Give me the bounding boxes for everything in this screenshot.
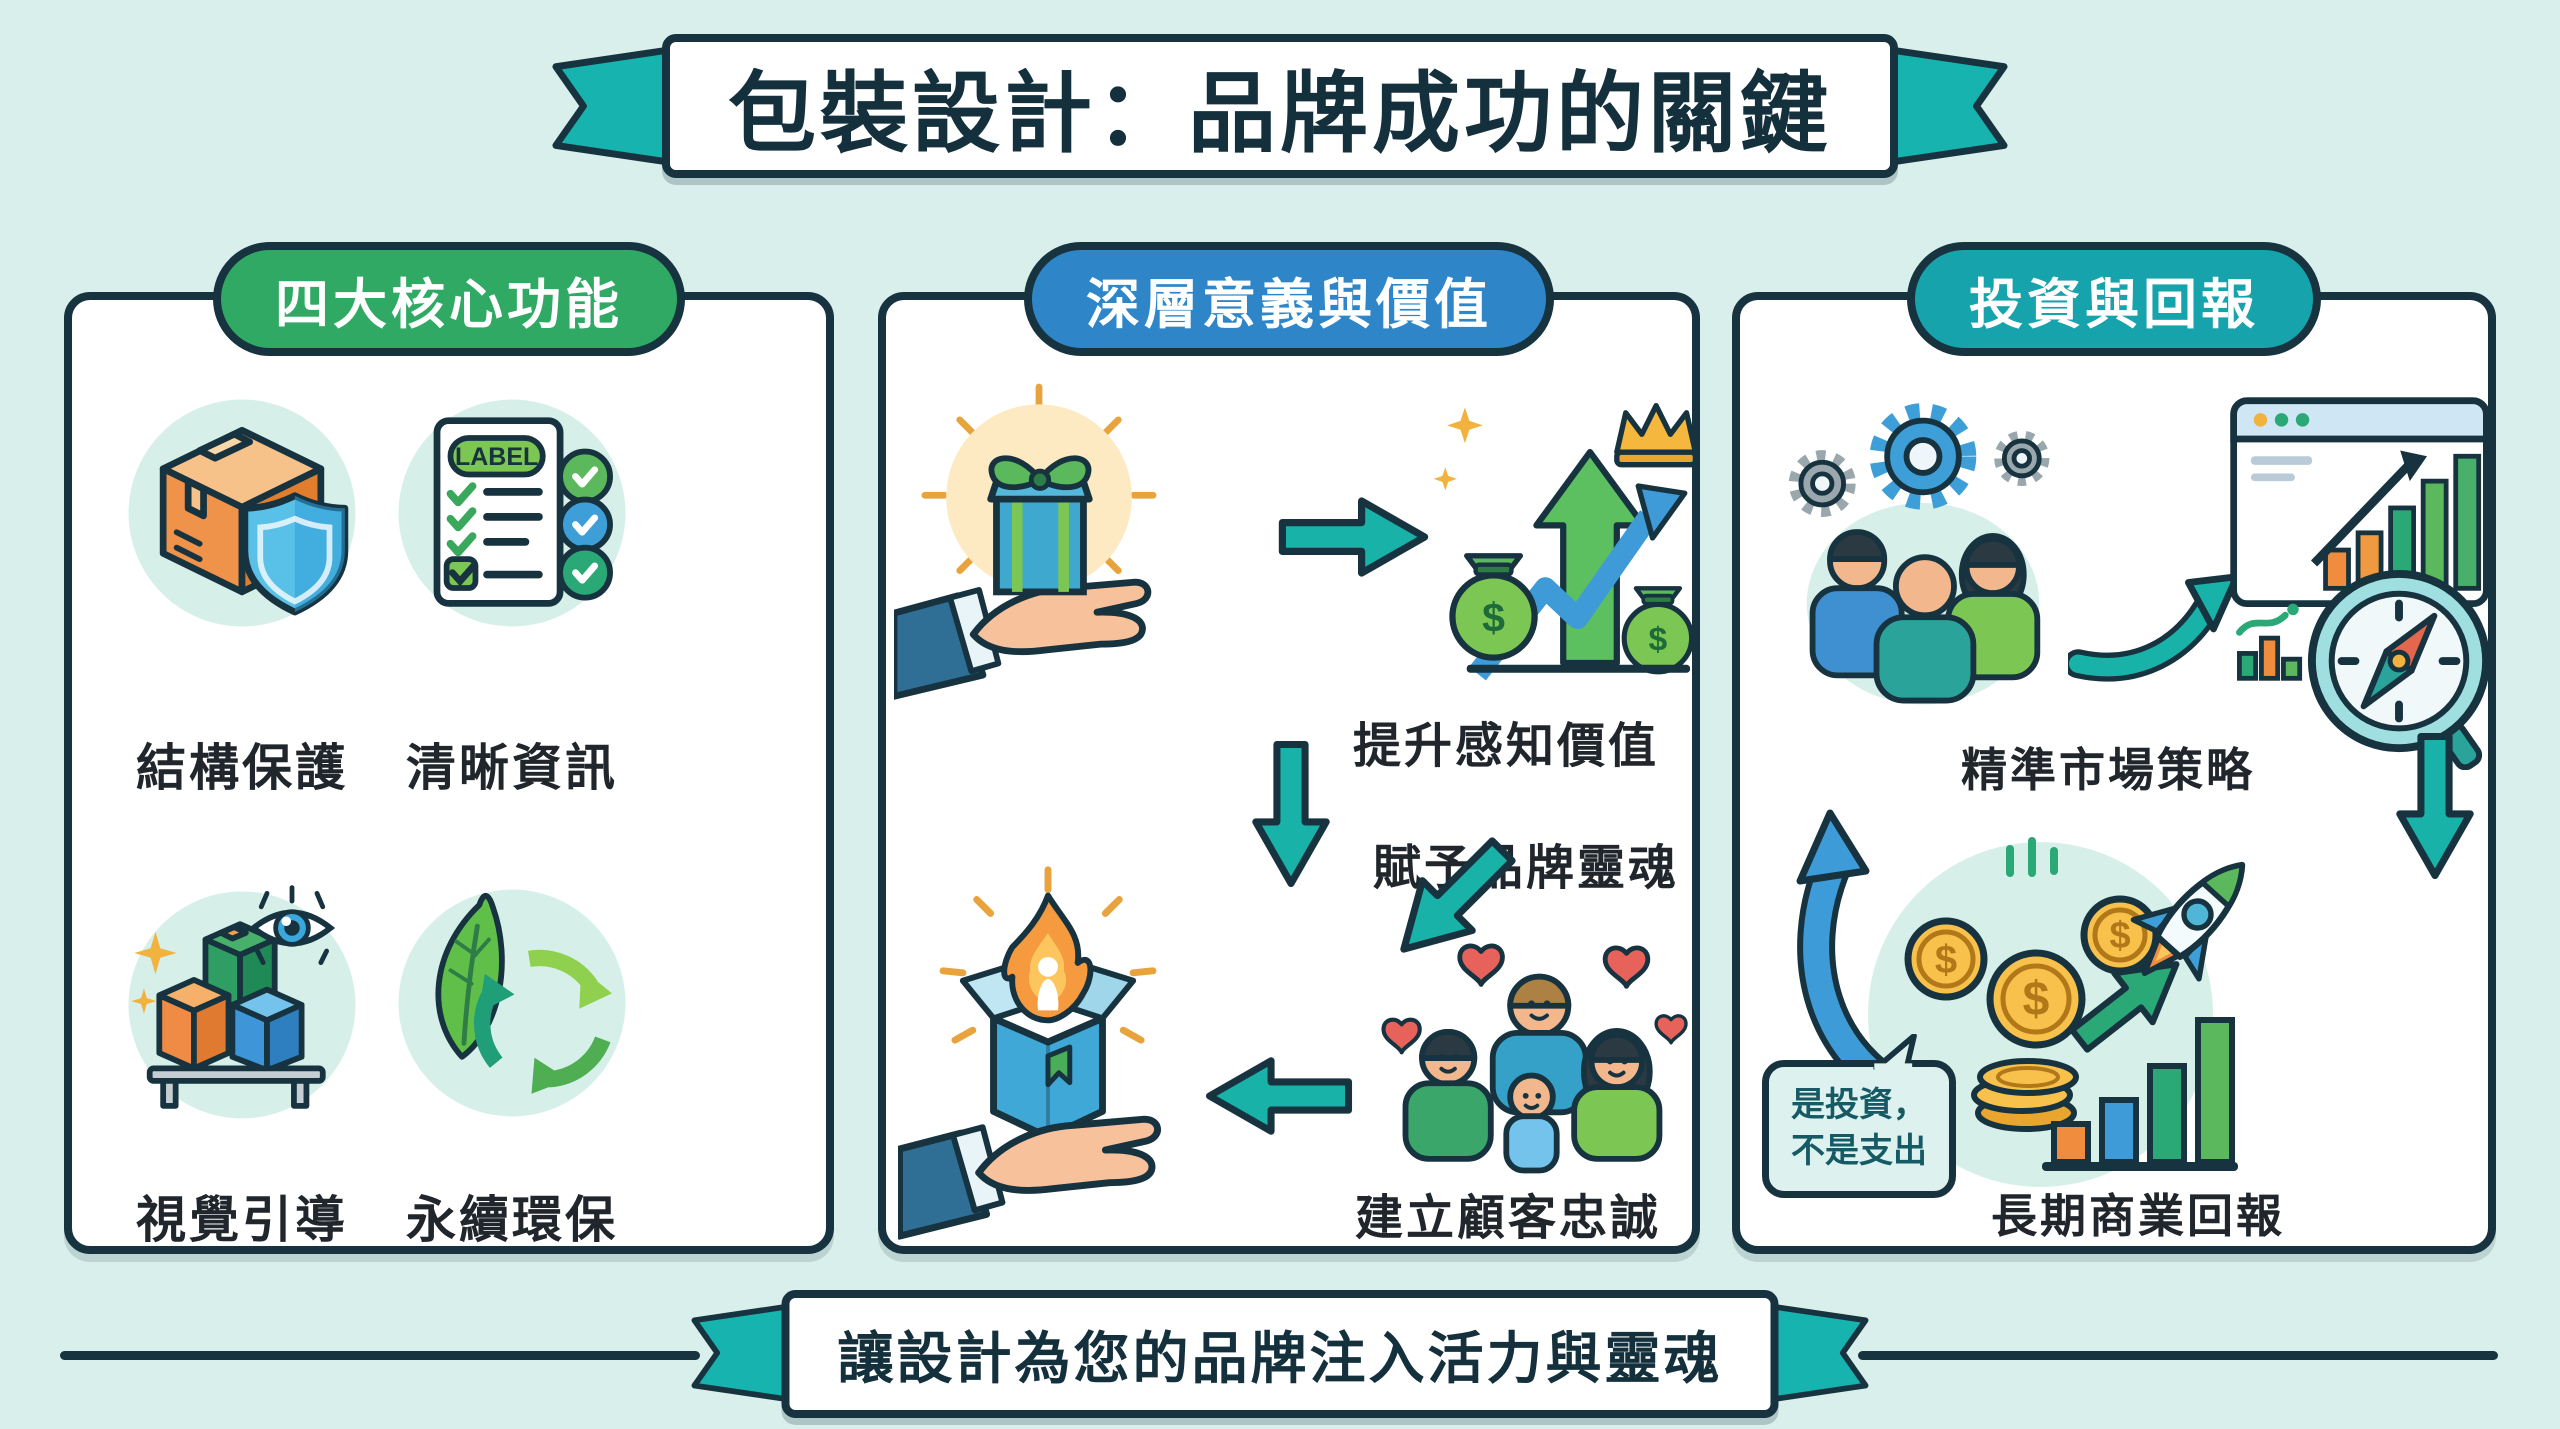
dollar-glyph: $ — [1935, 938, 1957, 982]
growth-bars-icon — [2040, 998, 2240, 1178]
loyal-customers-icon — [1364, 934, 1699, 1186]
arrow-down-icon — [2391, 731, 2479, 881]
dollar-glyph: $ — [2109, 915, 2130, 957]
arrow-down-icon — [1247, 739, 1335, 889]
label-checklist-icon: LABEL — [387, 388, 637, 638]
bubble-line-1: 是投資， — [1791, 1086, 1927, 1124]
title-banner: 包裝設計：品牌成功的關鍵 — [550, 34, 2010, 178]
bubble-line-2: 不是支出 — [1791, 1131, 1927, 1170]
dollar-glyph: $ — [2023, 973, 2050, 1026]
caption-sustainability: 永續環保 — [406, 1192, 618, 1248]
ribbon-tail-left-icon — [550, 45, 680, 167]
panel-meaning-value: 深層意義與價值 — [878, 242, 1700, 1254]
analytics-window-icon — [2226, 374, 2494, 684]
caption-perceived-value: 提升感知價值 — [1352, 720, 1660, 773]
title-box: 包裝設計：品牌成功的關鍵 — [661, 34, 1899, 178]
footer-line-right — [1858, 1351, 2498, 1360]
boxes-eye-icon — [117, 878, 367, 1128]
footer-line-left — [60, 1351, 700, 1360]
arrow-left-icon — [1204, 1052, 1354, 1140]
caption-structural-protection: 結構保護 — [136, 740, 348, 796]
soul-box-icon — [898, 852, 1198, 1248]
caption-long-term-return: 長期商業回報 — [1991, 1190, 2285, 1242]
panel-core-functions: 四大核心功能 — [64, 242, 834, 1254]
investment-speech-bubble: 是投資， 不是支出 — [1762, 1034, 1956, 1198]
arrow-curved-right-icon — [2068, 540, 2243, 685]
leaf-recycle-icon — [387, 878, 637, 1128]
hand-gift-icon — [894, 378, 1184, 713]
tagline-box: 讓設計為您的品牌注入活力與靈魂 — [781, 1290, 1779, 1418]
rocket-icon — [2130, 838, 2265, 1000]
caption-visual-guidance: 視覺引導 — [136, 1192, 348, 1248]
ribbon-tail-right-icon — [1763, 1302, 1871, 1404]
dollar-glyph: $ — [1649, 622, 1668, 659]
ribbon-tail-right-icon — [1880, 45, 2010, 167]
team-gears-icon — [1768, 380, 2078, 715]
ribbon-tail-left-icon — [690, 1302, 797, 1404]
caption-customer-loyalty: 建立顧客忠誠 — [1354, 1192, 1662, 1245]
arrow-diagonal-icon — [1369, 816, 1537, 984]
arrow-up-right-icon — [2051, 930, 2204, 1074]
page-title: 包裝設計：品牌成功的關鍵 — [727, 63, 1833, 163]
dollar-glyph: $ — [1482, 595, 1505, 641]
label-badge-text: LABEL — [455, 443, 538, 471]
panel-investment-return-header: 投資與回報 — [1907, 242, 2321, 356]
panel-meaning-value-header: 深層意義與價值 — [1024, 242, 1554, 356]
panel-investment-return: 投資與回報 — [1732, 242, 2496, 1254]
caption-clear-information: 清晰資訊 — [406, 740, 618, 796]
panel-core-functions-header: 四大核心功能 — [213, 242, 685, 356]
tagline: 讓設計為您的品牌注入活力與靈魂 — [837, 1326, 1723, 1390]
box-shield-icon — [117, 388, 367, 638]
growth-value-icon: $ $ — [1431, 376, 1699, 698]
bubble-tail-icon — [1873, 1034, 1917, 1070]
footer-banner: 讓設計為您的品牌注入活力與靈魂 — [690, 1290, 1871, 1418]
caption-market-strategy: 精準市場策略 — [1961, 744, 2255, 796]
arrow-right-icon — [1276, 492, 1431, 582]
